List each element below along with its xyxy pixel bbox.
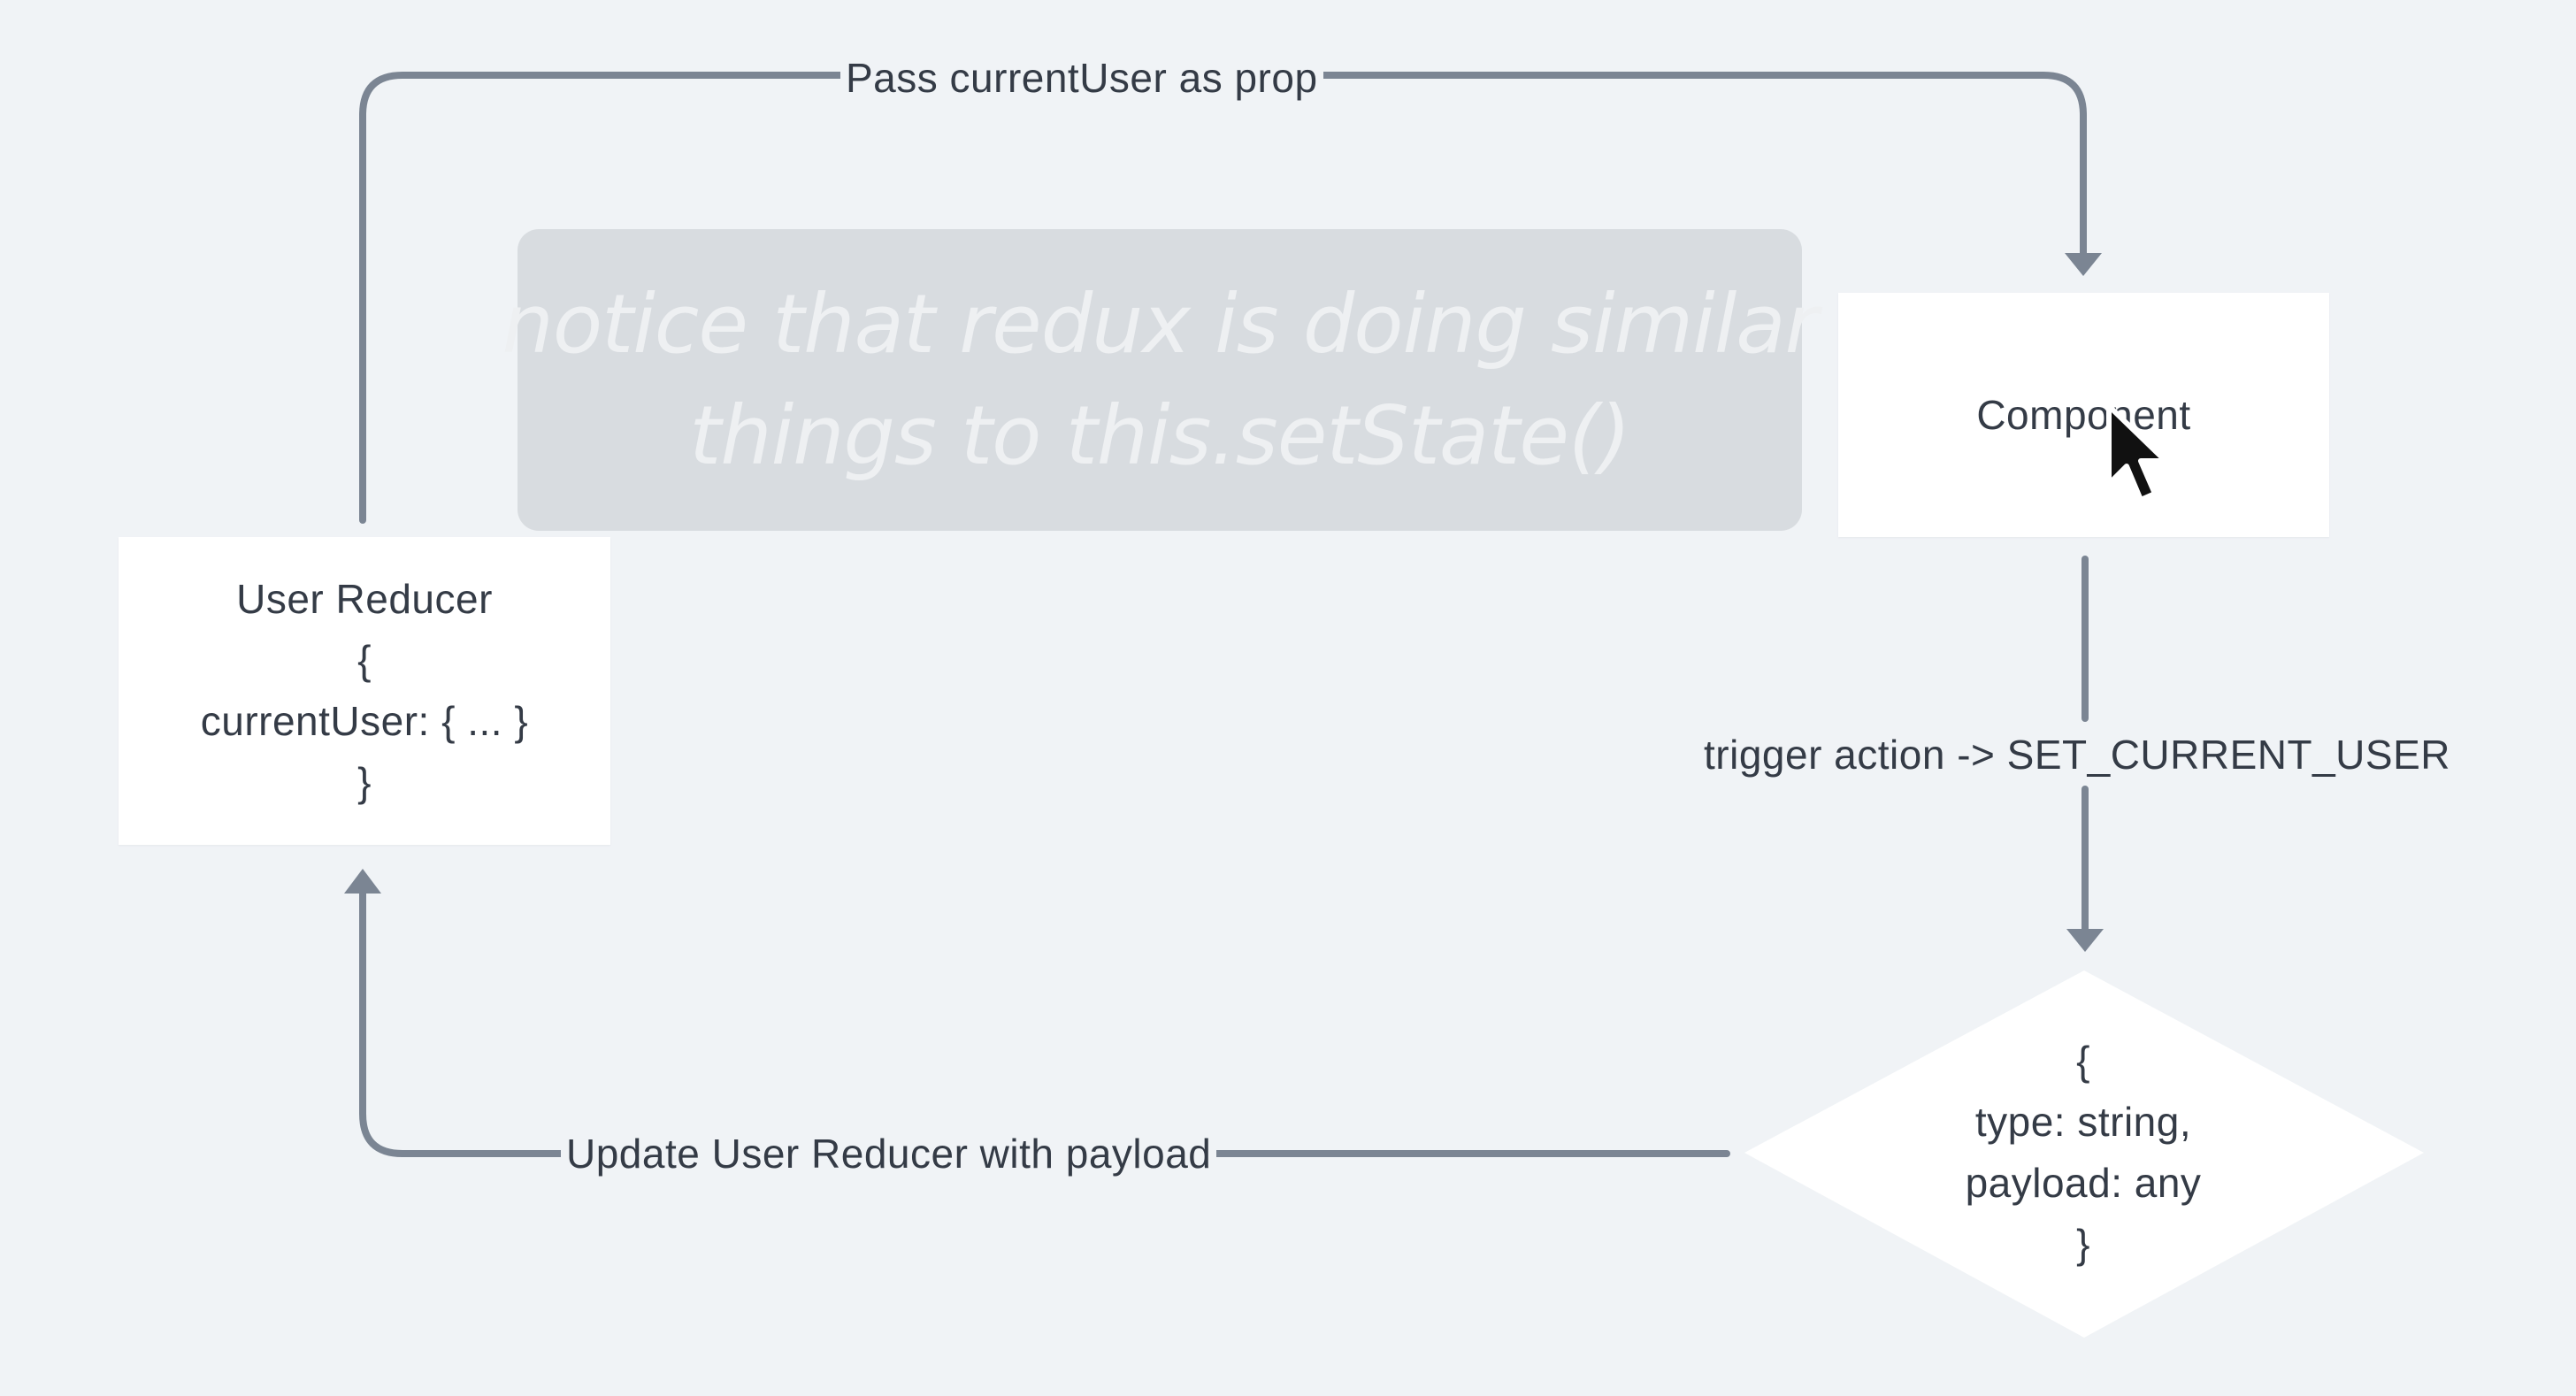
action-diamond-shape — [1744, 970, 2424, 1338]
edge-label-pass-prop: Pass currentUser as prop — [840, 51, 1323, 104]
user-reducer-state-field: currentUser: { ... } — [200, 698, 529, 744]
overlay-note-line-2: things to this.setState() — [689, 387, 1630, 483]
edge-update-reducer-arrowhead — [344, 869, 381, 894]
edge-trigger-action-arrowhead — [2066, 929, 2104, 952]
edge-pass-prop-arrowhead — [2065, 253, 2102, 276]
edge-label-trigger-action: trigger action -> SET_CURRENT_USER — [1698, 728, 2456, 781]
user-reducer-close-brace: } — [357, 759, 372, 805]
component-label: Component — [1976, 392, 2191, 438]
overlay-note-line-1: notice that redux is doing similar — [502, 276, 1819, 372]
user-reducer-open-brace: { — [357, 637, 372, 683]
mouse-pointer-icon — [2106, 403, 2168, 502]
action-node[interactable]: { type: string, payload: any } — [1875, 1024, 2291, 1281]
user-reducer-node[interactable]: User Reducer { currentUser: { ... } } — [119, 537, 610, 845]
user-reducer-title: User Reducer — [236, 576, 493, 622]
component-node[interactable]: Component — [1838, 293, 2329, 537]
edge-label-update-reducer: Update User Reducer with payload — [561, 1127, 1217, 1180]
overlay-note: notice that redux is doing similar thing… — [502, 229, 1818, 531]
action-close-brace: } — [2076, 1221, 2090, 1267]
action-payload-field: payload: any — [1965, 1160, 2202, 1206]
action-open-brace: { — [2076, 1038, 2090, 1084]
edge-update-reducer-line — [359, 886, 1730, 1157]
action-type-field: type: string, — [1974, 1099, 2192, 1145]
